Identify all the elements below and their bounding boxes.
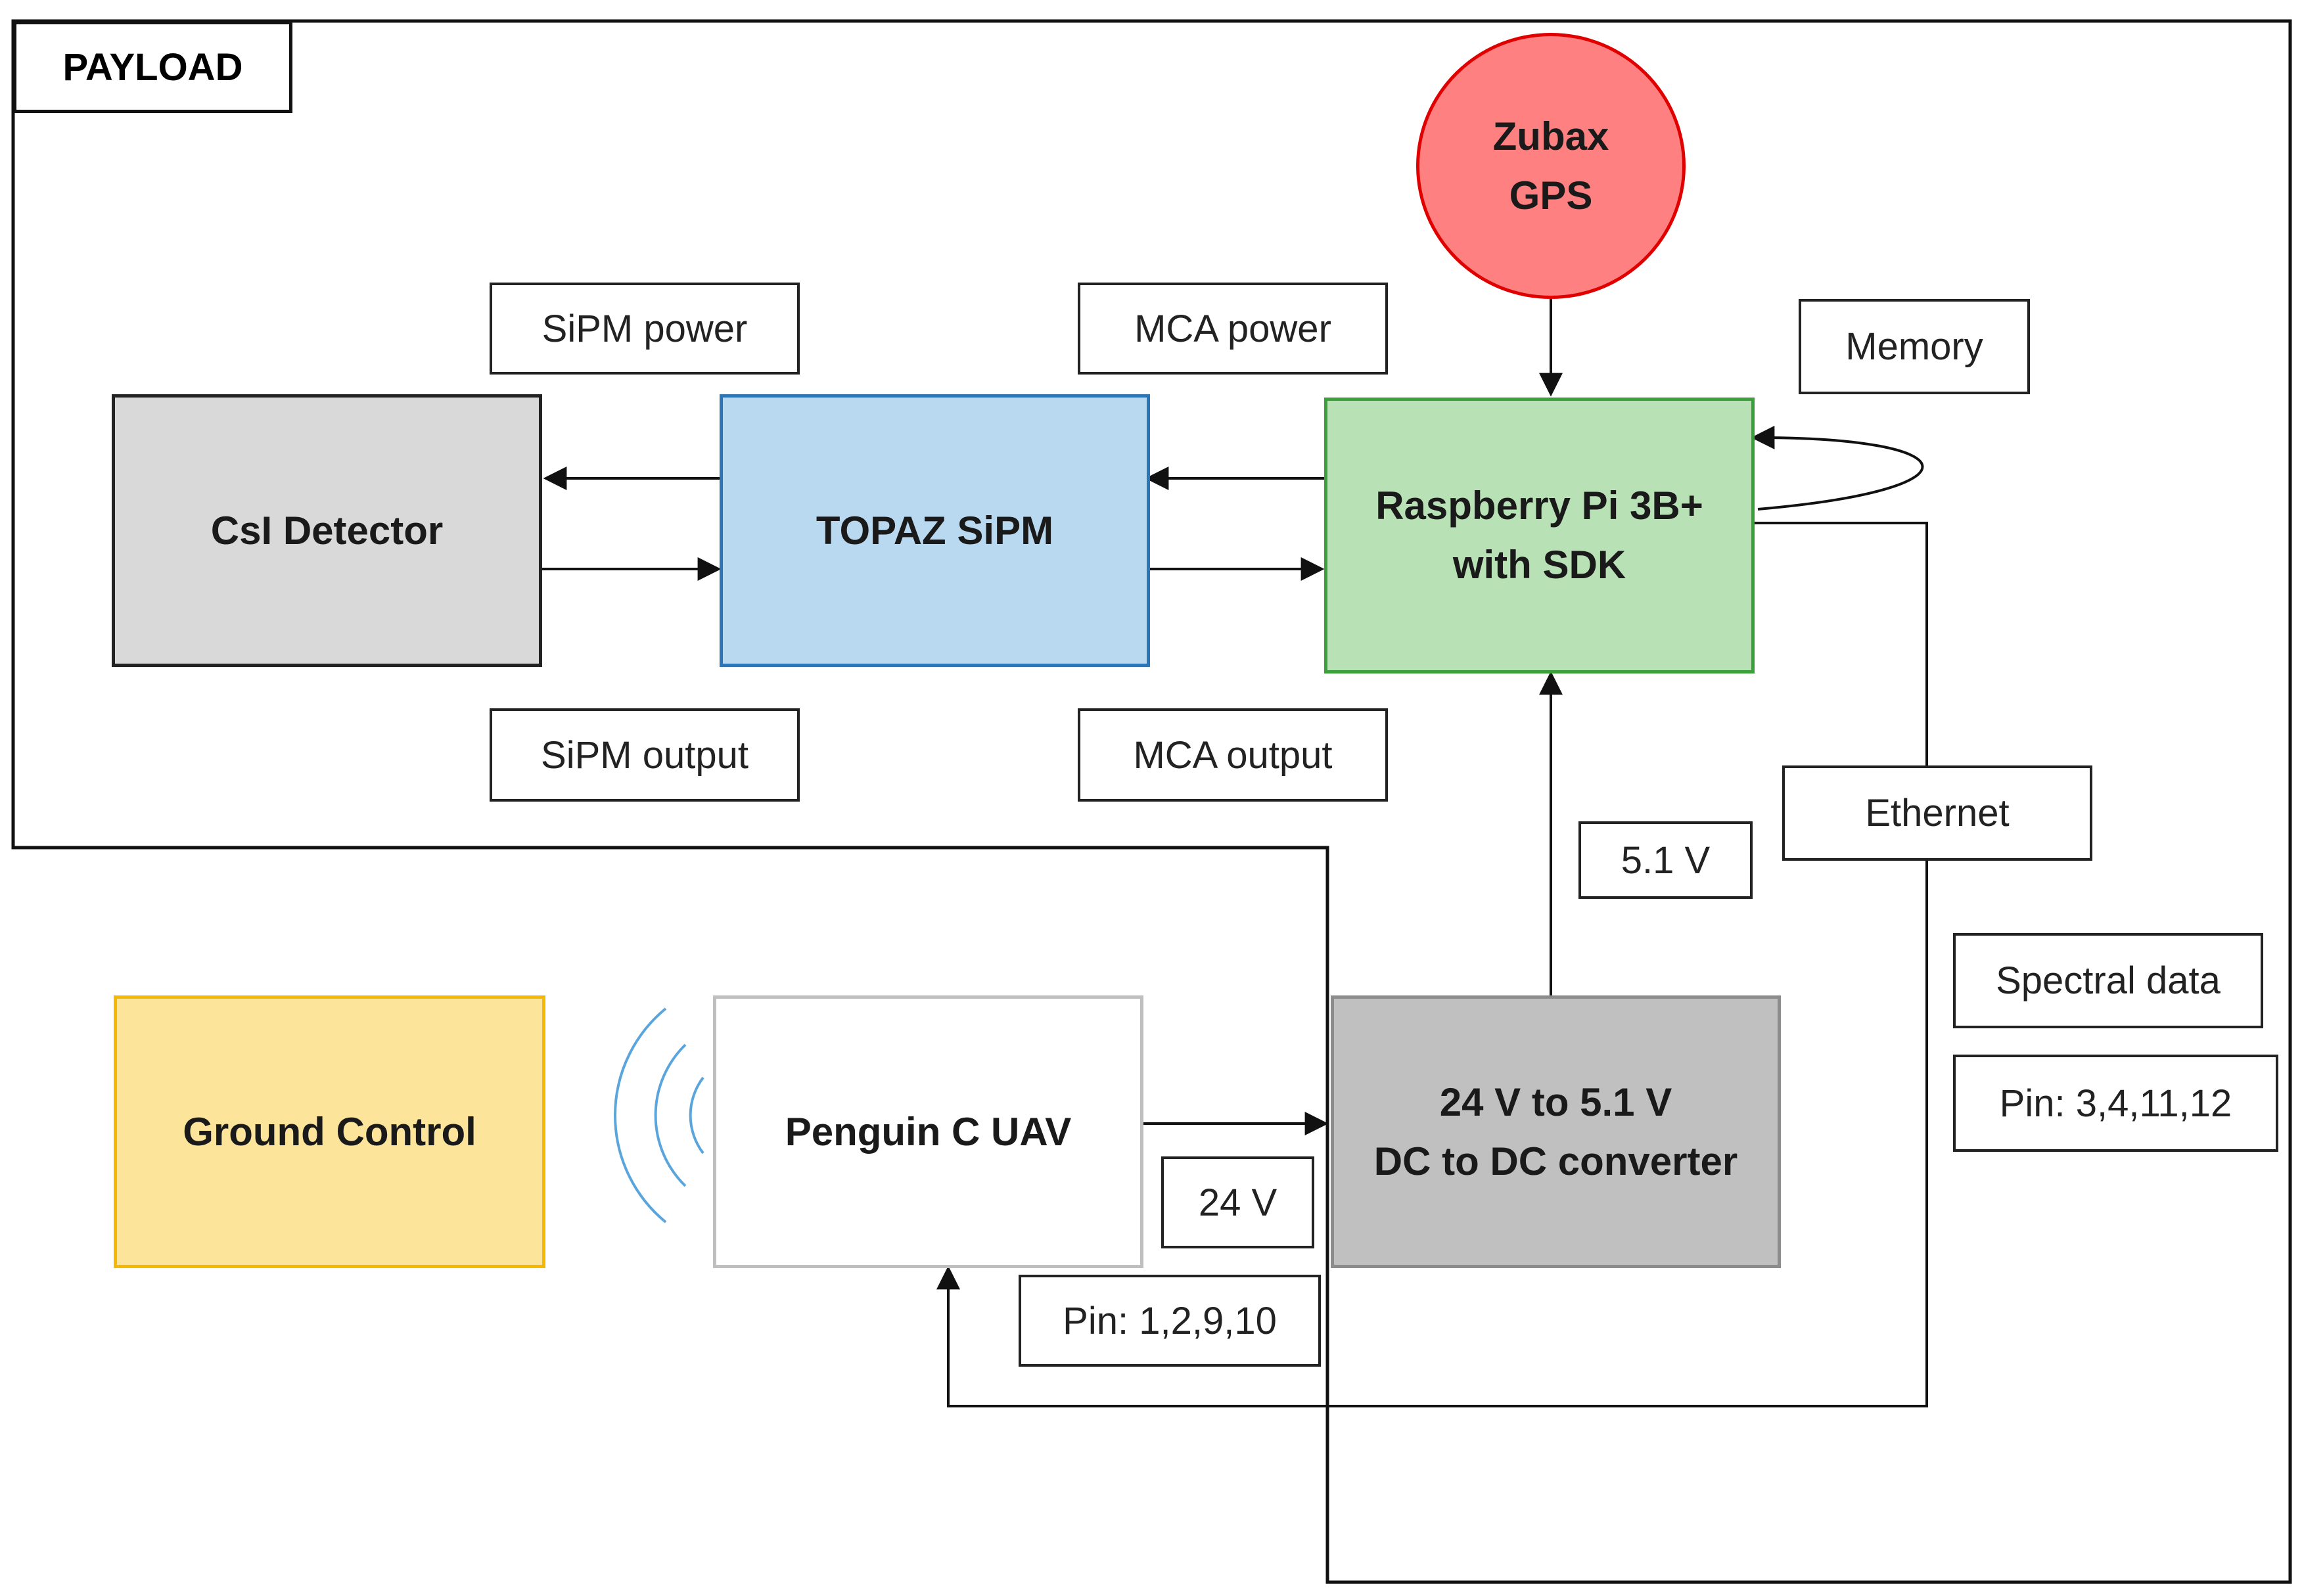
memory-text: Memory	[1845, 325, 1983, 368]
raspberry-pi-title-line1: Raspberry Pi 3B+	[1375, 484, 1703, 528]
volt-24-text: 24 V	[1198, 1181, 1278, 1224]
zubax-gps-title-line2: GPS	[1509, 173, 1593, 217]
payload-label: PAYLOAD	[13, 21, 292, 113]
sipm-output-text: SiPM output	[541, 733, 748, 777]
sipm-output-label: SiPM output	[490, 708, 800, 802]
dc-converter-title-line1: 24 V to 5.1 V	[1439, 1080, 1672, 1124]
spectral-data-text: Spectral data	[1996, 959, 2221, 1002]
sipm-power-label: SiPM power	[490, 283, 800, 375]
penguin-uav-block: Penguin C UAV	[713, 995, 1143, 1268]
mca-power-label: MCA power	[1078, 283, 1388, 375]
pins-1-2-9-10-label: Pin: 1,2,9,10	[1019, 1275, 1321, 1367]
csi-detector-block: CsI Detector	[112, 394, 542, 667]
sipm-power-text: SiPM power	[541, 307, 748, 350]
csi-detector-title: CsI Detector	[210, 508, 444, 553]
pins-3-4-11-12-label: Pin: 3,4,11,12	[1953, 1055, 2278, 1152]
dc-converter-block: 24 V to 5.1 V DC to DC converter	[1331, 995, 1781, 1268]
ground-control-block: Ground Control	[114, 995, 545, 1268]
spectral-data-label: Spectral data	[1953, 933, 2263, 1028]
ground-control-title: Ground Control	[183, 1109, 476, 1154]
raspberry-pi-title-line2: with SDK	[1452, 543, 1626, 587]
zubax-gps-title-line1: Zubax	[1492, 114, 1609, 158]
topaz-sipm-block: TOPAZ SiPM	[720, 394, 1150, 667]
zubax-gps-circle: Zubax GPS	[1416, 33, 1686, 299]
ethernet-text: Ethernet	[1865, 792, 2010, 834]
memory-label: Memory	[1799, 299, 2030, 394]
raspberry-pi-block: Raspberry Pi 3B+ with SDK	[1324, 398, 1755, 673]
penguin-uav-title: Penguin C UAV	[785, 1109, 1072, 1154]
memory-loop-arrow	[1751, 425, 1924, 511]
dc-converter-title-line2: DC to DC converter	[1373, 1139, 1738, 1183]
wireless-signal-icon	[614, 1007, 704, 1223]
payload-label-text: PAYLOAD	[62, 45, 243, 89]
pins-1-2-9-10-text: Pin: 1,2,9,10	[1063, 1299, 1277, 1342]
mca-power-text: MCA power	[1134, 307, 1331, 350]
ethernet-label: Ethernet	[1782, 765, 2092, 861]
volt-5-1-text: 5.1 V	[1621, 838, 1711, 882]
volt-5-1-label: 5.1 V	[1578, 821, 1753, 899]
volt-24-label: 24 V	[1161, 1156, 1314, 1248]
ethernet-line	[936, 522, 1928, 1407]
topaz-sipm-title: TOPAZ SiPM	[816, 508, 1054, 553]
pins-3-4-11-12-text: Pin: 3,4,11,12	[1999, 1082, 2232, 1125]
mca-output-text: MCA output	[1133, 733, 1333, 777]
mca-output-label: MCA output	[1078, 708, 1388, 802]
